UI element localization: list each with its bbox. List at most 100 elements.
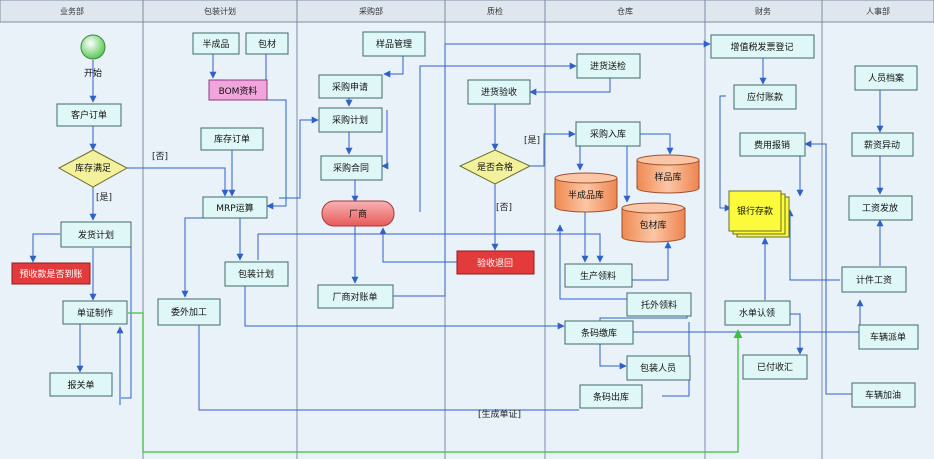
- connector: [198, 325, 579, 411]
- svg-text:进货验收: 进货验收: [481, 86, 517, 98]
- svg-text:应付账款: 应付账款: [747, 91, 783, 103]
- process-payable: 应付账款: [733, 84, 797, 110]
- process-stock-order: 库存订单: [200, 127, 264, 151]
- connector: [529, 78, 611, 96]
- document-bom: BOM资料: [208, 79, 268, 101]
- lane-title-purchase: 采购部: [359, 6, 383, 16]
- svg-text:增值税发票登记: 增值税发票登记: [730, 41, 793, 53]
- connector: [121, 247, 132, 399]
- connector: [719, 95, 732, 212]
- edge-label-no: [否]: [152, 151, 168, 162]
- svg-text:预收款是否到账: 预收款是否到账: [19, 268, 82, 280]
- svg-text:库存满足: 库存满足: [75, 162, 111, 174]
- process-mrp: MRP运算: [202, 196, 268, 219]
- lane-title-finance: 财务: [755, 6, 771, 16]
- svg-text:MRP运算: MRP运算: [216, 202, 253, 214]
- connector: [258, 99, 287, 210]
- process-piece-wage: 计件工资: [841, 266, 907, 293]
- svg-text:厂商: 厂商: [349, 208, 367, 220]
- connectors: [29, 40, 884, 411]
- svg-text:工资发放: 工资发放: [862, 202, 898, 214]
- svg-text:半成品库: 半成品库: [568, 189, 604, 201]
- process-customs-form: 报关单: [49, 372, 113, 397]
- svg-text:条码缴库: 条码缴库: [581, 327, 617, 339]
- process-customer-order: 客户订单: [56, 103, 122, 127]
- lane-title-warehouse: 仓库: [617, 6, 633, 16]
- svg-text:采购计划: 采购计划: [332, 114, 368, 126]
- svg-text:单证制作: 单证制作: [77, 307, 113, 319]
- svg-text:客户订单: 客户订单: [71, 109, 107, 121]
- svg-text:是否合格: 是否合格: [477, 161, 513, 173]
- svg-text:计件工资: 计件工资: [856, 274, 892, 286]
- connector: [419, 62, 577, 212]
- lane-header-bar: [0, 0, 934, 23]
- svg-text:半成品: 半成品: [202, 38, 229, 50]
- process-vendor-statement: 厂商对账单: [317, 284, 394, 309]
- svg-text:生产领料: 生产领料: [580, 270, 616, 282]
- connector: [379, 227, 457, 263]
- process-outsource: 委外加工: [157, 298, 221, 326]
- process-pack-material: 包材: [245, 32, 289, 55]
- process-purchase-in: 采购入库: [575, 121, 641, 147]
- process-ship-plan: 发货计划: [60, 221, 132, 248]
- bank-stack: 银行存款: [728, 190, 790, 238]
- connector: [244, 286, 565, 330]
- svg-text:包材: 包材: [258, 38, 276, 50]
- process-purchase-contract: 采购合同: [320, 155, 383, 181]
- datastore-pack-store: 包材库: [621, 202, 686, 243]
- svg-text:委外加工: 委外加工: [171, 306, 207, 318]
- connector: [556, 224, 636, 300]
- svg-text:进货送检: 进货送检: [590, 60, 626, 72]
- svg-text:BOM资料: BOM资料: [219, 85, 258, 97]
- svg-text:库存订单: 库存订单: [214, 133, 250, 145]
- svg-text:托外领料: 托外领料: [641, 299, 677, 311]
- connector: [662, 322, 690, 397]
- process-salary-change: 薪资异动: [851, 132, 914, 157]
- start-node: [80, 34, 106, 60]
- alert-reject-return: 验收退回: [456, 250, 535, 275]
- svg-text:车辆加油: 车辆加油: [865, 389, 901, 401]
- process-pack-plan: 包装计划: [224, 261, 289, 287]
- svg-text:车辆派单: 车辆派单: [870, 331, 906, 343]
- process-expense: 费用报销: [739, 132, 806, 157]
- connector: [632, 241, 672, 281]
- decision-stock-enough: 库存满足: [57, 149, 129, 188]
- svg-text:采购合同: 采购合同: [333, 162, 369, 174]
- svg-text:样品库: 样品库: [654, 171, 681, 183]
- alert-prepay-check: 预收款是否到账: [11, 262, 91, 285]
- edge-label-yes: [是]: [524, 135, 540, 146]
- process-vat-invoice: 增值税发票登记: [710, 34, 815, 59]
- start-label: 开始: [84, 67, 102, 79]
- svg-text:包材库: 包材库: [639, 219, 666, 231]
- process-water-bill: 水单认领: [724, 300, 791, 326]
- connector: [29, 233, 60, 263]
- svg-text:银行存款: 银行存款: [737, 205, 773, 217]
- svg-text:薪资异动: 薪资异动: [864, 139, 900, 151]
- svg-text:水单认领: 水单认领: [739, 307, 775, 319]
- terminal-vendor: 厂商: [321, 200, 395, 227]
- connector: [257, 233, 604, 263]
- connector: [786, 209, 840, 281]
- datastore-sample-store: 样品库: [636, 154, 700, 194]
- svg-text:包装人员: 包装人员: [640, 362, 676, 374]
- process-semi-product: 半成品: [192, 32, 240, 55]
- connector: [530, 130, 576, 167]
- edge-label-yes: [是]: [96, 192, 112, 203]
- svg-text:验收退回: 验收退回: [477, 257, 513, 269]
- process-pack-staff: 包装人员: [626, 355, 691, 381]
- connector: [599, 344, 627, 370]
- connector: [393, 40, 711, 297]
- svg-text:采购申请: 采购申请: [332, 81, 368, 93]
- connector: [790, 313, 804, 355]
- connector: [279, 116, 319, 199]
- process-inspect-receive: 进货验收: [467, 79, 531, 105]
- process-doc-make: 单证制作: [62, 300, 128, 325]
- connector: [181, 217, 203, 298]
- connector: [127, 167, 229, 197]
- svg-text:采购入库: 采购入库: [590, 128, 626, 140]
- process-barcode-in: 条码缴库: [564, 320, 634, 345]
- connector: [381, 110, 389, 170]
- connector: [640, 133, 674, 155]
